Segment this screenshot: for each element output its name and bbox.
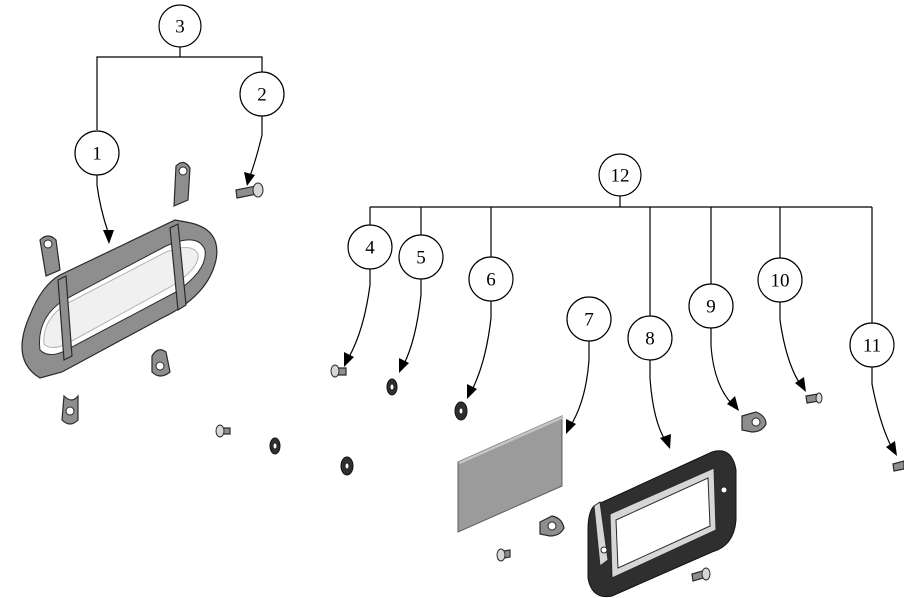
callout-9: 9 (688, 283, 734, 329)
callout-1: 1 (74, 130, 120, 176)
callout-5: 5 (398, 234, 444, 280)
callout-1-label: 1 (92, 144, 102, 165)
callout-12-label: 12 (611, 166, 630, 187)
callout-7-label: 7 (584, 310, 594, 331)
part-10-screw (805, 392, 823, 404)
leader-5 (399, 279, 422, 373)
leader-9 (710, 328, 739, 411)
callout-3: 3 (158, 4, 202, 48)
callout-6-label: 6 (486, 270, 496, 291)
callout-10-label: 10 (771, 271, 790, 292)
leader-tree-3 (96, 46, 263, 130)
callout-11-label: 11 (863, 336, 881, 357)
loose-screw-right (691, 567, 711, 582)
leader-6 (467, 301, 492, 399)
callout-3-label: 3 (175, 17, 185, 38)
callout-9-label: 9 (706, 297, 716, 318)
leader-10 (779, 302, 806, 392)
callout-6: 6 (468, 256, 514, 302)
leader-8 (649, 360, 671, 449)
leader-11 (871, 367, 897, 456)
leader-tree-12 (369, 196, 873, 323)
loose-washer-dark-left (340, 456, 354, 476)
part-5-washer (386, 378, 398, 396)
loose-washer-left (269, 437, 281, 455)
leader-2 (244, 116, 263, 186)
loose-screw-center (496, 548, 511, 562)
leader-4 (344, 269, 371, 367)
loose-screw-left (215, 424, 231, 438)
callout-4-label: 4 (365, 238, 375, 259)
part-6-washer (454, 401, 468, 421)
part-8-bezel (587, 450, 737, 598)
callout-8: 8 (627, 315, 673, 361)
callout-7: 7 (566, 296, 612, 342)
leader-1 (96, 175, 114, 244)
part-4-screw (330, 364, 347, 378)
callout-10: 10 (757, 257, 803, 303)
callout-11: 11 (849, 322, 895, 368)
part-2-screw (235, 182, 264, 199)
callout-4: 4 (347, 224, 393, 270)
callout-8-label: 8 (645, 329, 655, 350)
part-1-frame-bracket (21, 161, 218, 425)
callout-2-label: 2 (257, 85, 267, 106)
callout-12: 12 (598, 153, 642, 197)
part-7-plate (457, 415, 564, 533)
part-9-clip (741, 411, 767, 433)
loose-clip-center (539, 515, 565, 537)
callout-5-label: 5 (416, 248, 426, 269)
leader-7 (566, 341, 590, 434)
part-11-screw (892, 460, 904, 472)
callout-2: 2 (239, 71, 285, 117)
